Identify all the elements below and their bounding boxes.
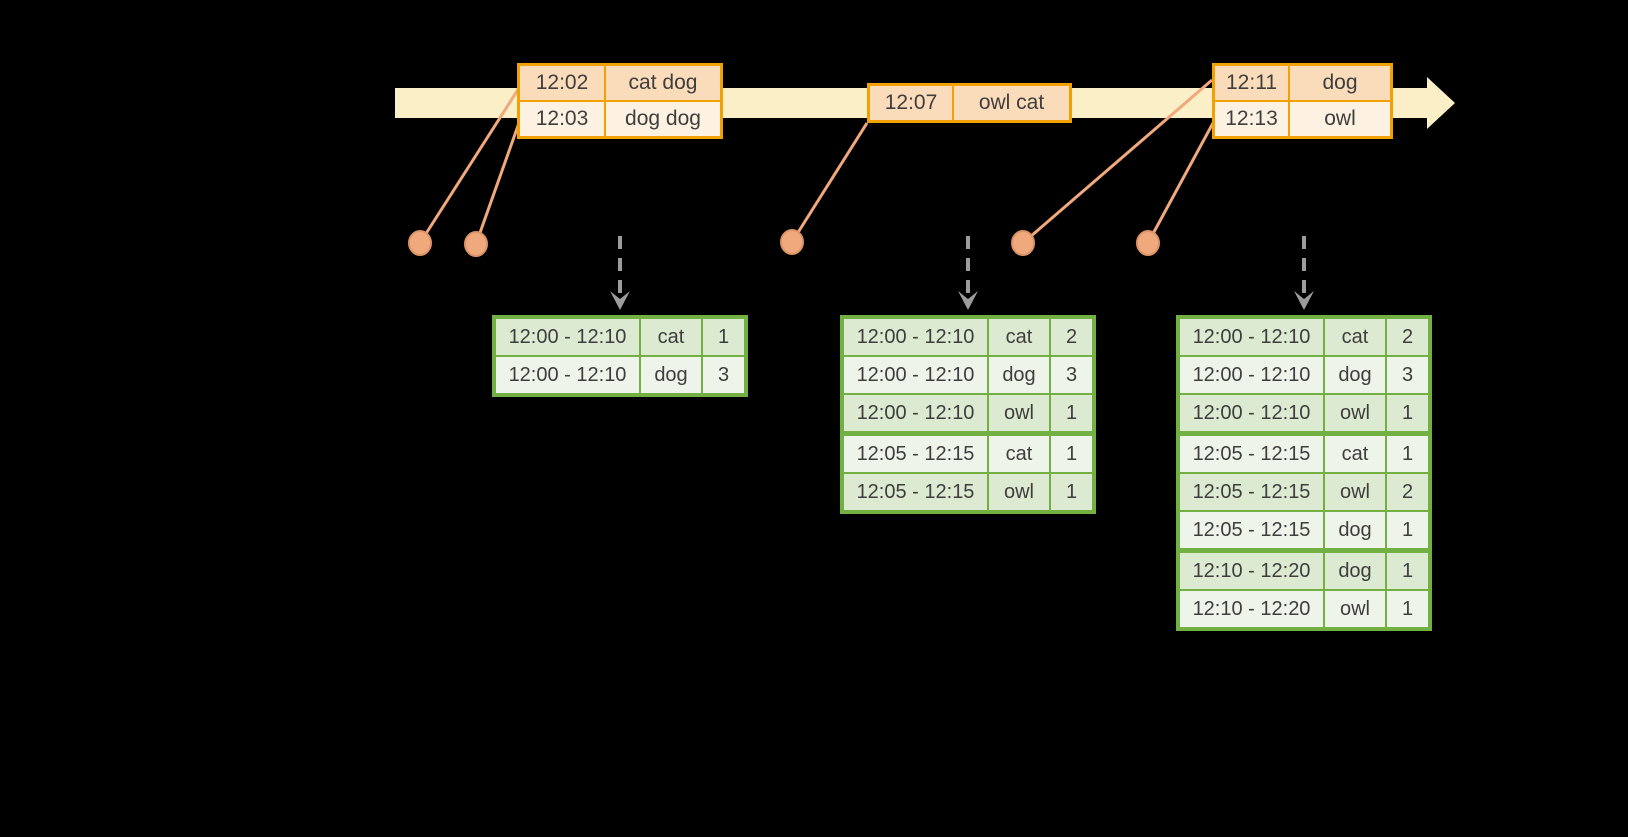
event-time-cell: 12:03: [520, 102, 604, 136]
event-row: 12:02 cat dog: [520, 66, 720, 100]
word-cell: cat: [989, 436, 1049, 472]
word-cell: cat: [989, 319, 1049, 355]
count-cell: 1: [1387, 591, 1428, 627]
event-time-cell: 12:07: [870, 86, 952, 120]
event-row: 12:11 dog: [1215, 66, 1390, 100]
connector-line: [474, 122, 521, 245]
result-row: 12:05 - 12:15 dog 1: [1180, 512, 1428, 548]
count-cell: 2: [1387, 319, 1428, 355]
event-dot: [1011, 230, 1035, 256]
count-cell: 1: [1051, 474, 1092, 510]
connector-lines: [418, 78, 1215, 245]
window-cell: 12:00 - 12:10: [496, 319, 639, 355]
word-cell: dog: [1325, 357, 1385, 393]
event-time-cell: 12:13: [1215, 102, 1288, 136]
result-table-1: 12:00 - 12:10 cat 1 12:00 - 12:10 dog 3: [492, 315, 748, 397]
event-table-2: 12:07 owl cat: [867, 83, 1072, 123]
window-cell: 12:00 - 12:10: [1180, 395, 1323, 431]
count-cell: 1: [703, 319, 744, 355]
connector-line: [1022, 78, 1213, 245]
event-dot: [780, 229, 804, 255]
result-row: 12:00 - 12:10 cat 2: [1180, 319, 1428, 355]
event-table-3: 12:11 dog 12:13 owl: [1212, 63, 1393, 139]
result-row: 12:05 - 12:15 owl 2: [1180, 474, 1428, 510]
word-cell: dog: [989, 357, 1049, 393]
window-cell: 12:00 - 12:10: [1180, 319, 1323, 355]
result-row: 12:00 - 12:10 dog 3: [1180, 357, 1428, 393]
result-table-3: 12:00 - 12:10 cat 2 12:00 - 12:10 dog 3 …: [1176, 315, 1432, 631]
connector-line: [1146, 122, 1215, 244]
word-cell: dog: [1325, 512, 1385, 548]
result-row: 12:00 - 12:10 cat 2: [844, 319, 1092, 355]
event-table-1: 12:02 cat dog 12:03 dog dog: [517, 63, 723, 139]
word-cell: cat: [1325, 436, 1385, 472]
trigger-arrowhead-icon: [958, 291, 978, 310]
event-words-cell: cat dog: [606, 66, 720, 100]
window-cell: 12:00 - 12:10: [1180, 357, 1323, 393]
event-words-cell: dog dog: [606, 102, 720, 136]
window-cell: 12:00 - 12:10: [844, 395, 987, 431]
trigger-arrowhead-icon: [610, 291, 630, 310]
result-row: 12:10 - 12:20 owl 1: [1180, 591, 1428, 627]
trigger-arrowhead-icon: [1294, 291, 1314, 310]
event-row: 12:13 owl: [1215, 102, 1390, 136]
event-row: 12:07 owl cat: [870, 86, 1069, 120]
count-cell: 1: [1387, 395, 1428, 431]
result-row: 12:10 - 12:20 dog 1: [1180, 553, 1428, 589]
window-cell: 12:05 - 12:15: [844, 474, 987, 510]
count-cell: 3: [703, 357, 744, 393]
result-row: 12:00 - 12:10 dog 3: [844, 357, 1092, 393]
word-cell: dog: [1325, 553, 1385, 589]
window-cell: 12:00 - 12:10: [844, 357, 987, 393]
result-row: 12:05 - 12:15 cat 1: [844, 436, 1092, 472]
event-dot: [464, 231, 488, 257]
window-cell: 12:05 - 12:15: [1180, 474, 1323, 510]
count-cell: 1: [1387, 512, 1428, 548]
result-row: 12:05 - 12:15 owl 1: [844, 474, 1092, 510]
result-table-2: 12:00 - 12:10 cat 2 12:00 - 12:10 dog 3 …: [840, 315, 1096, 514]
event-dots: [408, 229, 1160, 257]
word-cell: owl: [1325, 591, 1385, 627]
window-cell: 12:05 - 12:15: [1180, 512, 1323, 548]
result-row: 12:00 - 12:10 owl 1: [844, 395, 1092, 431]
window-cell: 12:05 - 12:15: [1180, 436, 1323, 472]
event-time-cell: 12:11: [1215, 66, 1288, 100]
event-row: 12:03 dog dog: [520, 102, 720, 136]
result-row: 12:05 - 12:15 cat 1: [1180, 436, 1428, 472]
word-cell: dog: [641, 357, 701, 393]
window-cell: 12:00 - 12:10: [844, 319, 987, 355]
window-cell: 12:05 - 12:15: [844, 436, 987, 472]
word-cell: cat: [1325, 319, 1385, 355]
word-cell: owl: [1325, 474, 1385, 510]
word-cell: owl: [1325, 395, 1385, 431]
word-cell: owl: [989, 395, 1049, 431]
word-cell: owl: [989, 474, 1049, 510]
count-cell: 2: [1387, 474, 1428, 510]
connector-line: [790, 122, 869, 243]
trigger-arrows: [610, 236, 1314, 310]
event-dot: [1136, 230, 1160, 256]
count-cell: 1: [1051, 436, 1092, 472]
event-words-cell: owl cat: [954, 86, 1069, 120]
count-cell: 3: [1051, 357, 1092, 393]
connector-line: [418, 87, 521, 244]
result-row: 12:00 - 12:10 cat 1: [496, 319, 744, 355]
count-cell: 2: [1051, 319, 1092, 355]
count-cell: 3: [1387, 357, 1428, 393]
window-cell: 12:10 - 12:20: [1180, 553, 1323, 589]
result-row: 12:00 - 12:10 dog 3: [496, 357, 744, 393]
count-cell: 1: [1387, 436, 1428, 472]
event-time-cell: 12:02: [520, 66, 604, 100]
count-cell: 1: [1387, 553, 1428, 589]
word-cell: cat: [641, 319, 701, 355]
count-cell: 1: [1051, 395, 1092, 431]
event-words-cell: dog: [1290, 66, 1390, 100]
result-row: 12:00 - 12:10 owl 1: [1180, 395, 1428, 431]
event-words-cell: owl: [1290, 102, 1390, 136]
event-dot: [408, 230, 432, 256]
window-cell: 12:00 - 12:10: [496, 357, 639, 393]
window-cell: 12:10 - 12:20: [1180, 591, 1323, 627]
